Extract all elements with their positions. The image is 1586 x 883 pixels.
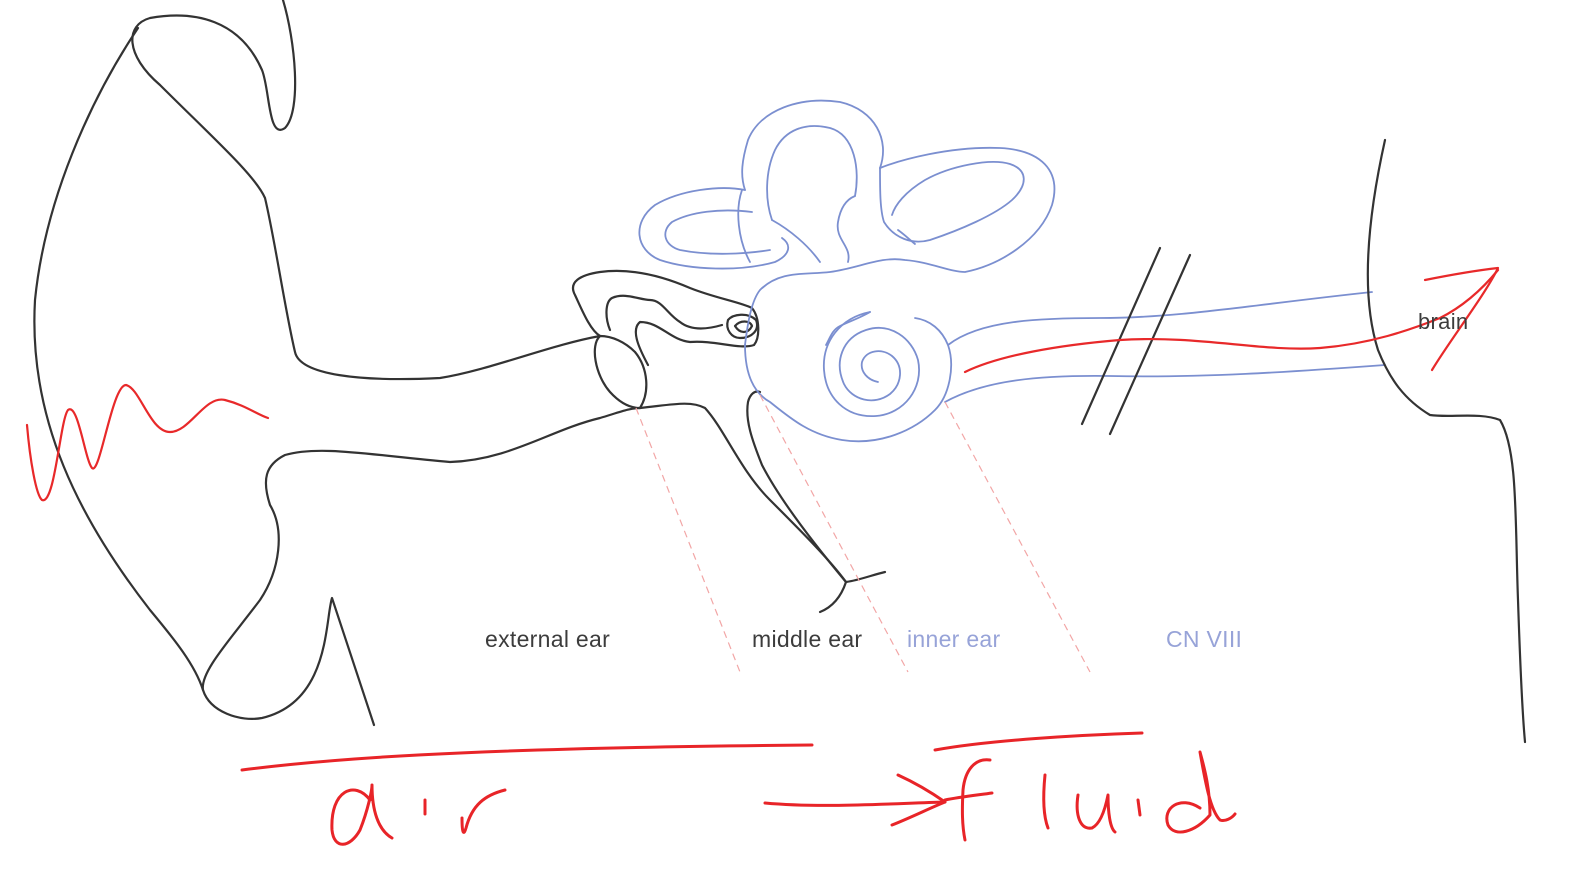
- external-ear-label: external ear: [485, 626, 611, 652]
- head-outline: [1366, 138, 1527, 744]
- region-divider-lines: [635, 394, 1091, 673]
- brain-label: brain: [1418, 309, 1469, 334]
- nerve-cut-marks: [1080, 246, 1192, 436]
- inner-ear-labyrinth: [638, 99, 1386, 443]
- cn-viii-label: CN VIII: [1166, 626, 1243, 652]
- inner-ear-label: inner ear: [907, 626, 1001, 652]
- handwriting-air: air: [240, 743, 814, 846]
- middle-ear-label: middle ear: [752, 626, 863, 652]
- pinna-outline: [33, 0, 642, 727]
- sound-wave-annotation: [25, 383, 270, 502]
- handwriting-arrow-fluid: fluid: [763, 731, 1237, 842]
- signal-path-arrow: [963, 266, 1500, 374]
- middle-ear-structures: [572, 269, 887, 614]
